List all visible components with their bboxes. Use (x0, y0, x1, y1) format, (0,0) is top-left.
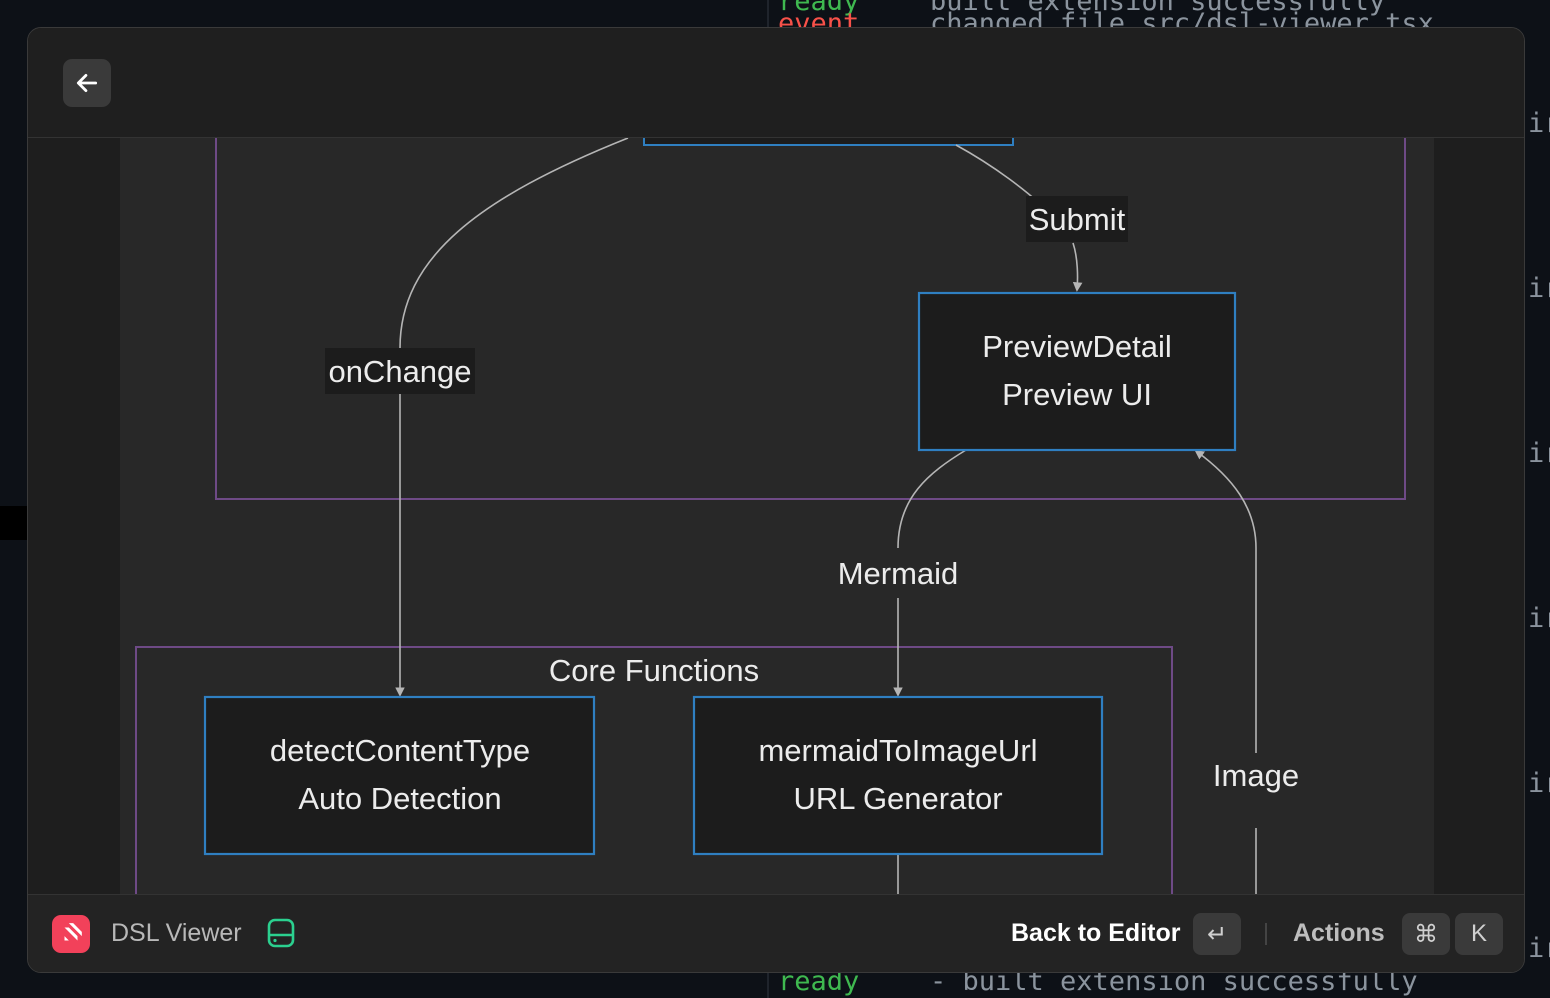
actions-button[interactable]: Actions (1293, 919, 1385, 947)
node-mermaid-to-image-url[interactable] (692, 695, 1104, 856)
k-key: K (1455, 913, 1503, 955)
app-name: DSL Viewer (111, 919, 242, 947)
command-key-icon: ⌘ (1402, 913, 1450, 955)
edge-label-bg (1026, 196, 1128, 242)
node-preview-line1: PreviewDetail (982, 329, 1172, 364)
diagram-canvas[interactable]: Submit onChange Mermaid Image Core Funct… (28, 138, 1524, 895)
node-preview-line2: Preview UI (1002, 377, 1152, 412)
node-top-partial (643, 138, 1014, 146)
node-detect-line2: Auto Detection (298, 781, 501, 816)
terminal-block (0, 506, 28, 540)
edge-onchange (395, 138, 629, 697)
terminal-fragment: ir (1528, 108, 1550, 139)
terminal-fragment: ir (1528, 768, 1550, 799)
node-mermaid-line1: mermaidToImageUrl (758, 733, 1037, 768)
arrow-left-icon (76, 74, 98, 92)
terminal-fragment: ir (1528, 273, 1550, 304)
node-preview-detail[interactable] (917, 291, 1237, 452)
action-bar: DSL Viewer Back to Editor ↵ Actions ⌘ K (28, 894, 1524, 972)
edge-label-bg (325, 348, 475, 394)
mermaid-diagram: Submit onChange Mermaid Image Core Funct… (120, 138, 1434, 895)
terminal-fragment: ir (1528, 438, 1550, 469)
enter-key-icon: ↵ (1193, 913, 1241, 955)
dsl-viewer-window: Submit onChange Mermaid Image Core Funct… (27, 27, 1525, 973)
back-button[interactable] (63, 59, 111, 107)
edge-label-image: Image (1213, 758, 1299, 793)
edge-image (1196, 451, 1257, 895)
edge-mermaid (898, 449, 967, 695)
edge-label-mermaid: Mermaid (838, 556, 959, 591)
footer-separator (1265, 923, 1267, 945)
raycast-logo-icon (52, 915, 90, 953)
subgraph-title-core: Core Functions (549, 653, 759, 688)
terminal-fragment: ir (1528, 933, 1550, 964)
edge-label-submit: Submit (1029, 202, 1126, 237)
edge-label-onchange: onChange (328, 354, 471, 389)
node-detect-content-type[interactable] (203, 695, 596, 856)
terminal-fragment: ir (1528, 603, 1550, 634)
raycast-logo-glyph (64, 923, 82, 941)
node-mermaid-line2: URL Generator (793, 781, 1002, 816)
edge-label-bg (1206, 753, 1306, 799)
edge-label-bg (833, 550, 963, 596)
window-header (28, 28, 1524, 138)
hard-drive-icon (267, 918, 295, 948)
back-to-editor-button[interactable]: Back to Editor (1011, 919, 1181, 947)
node-detect-line1: detectContentType (270, 733, 530, 768)
subgraph-core-functions (135, 646, 1173, 895)
subgraph-ui (215, 138, 1406, 500)
